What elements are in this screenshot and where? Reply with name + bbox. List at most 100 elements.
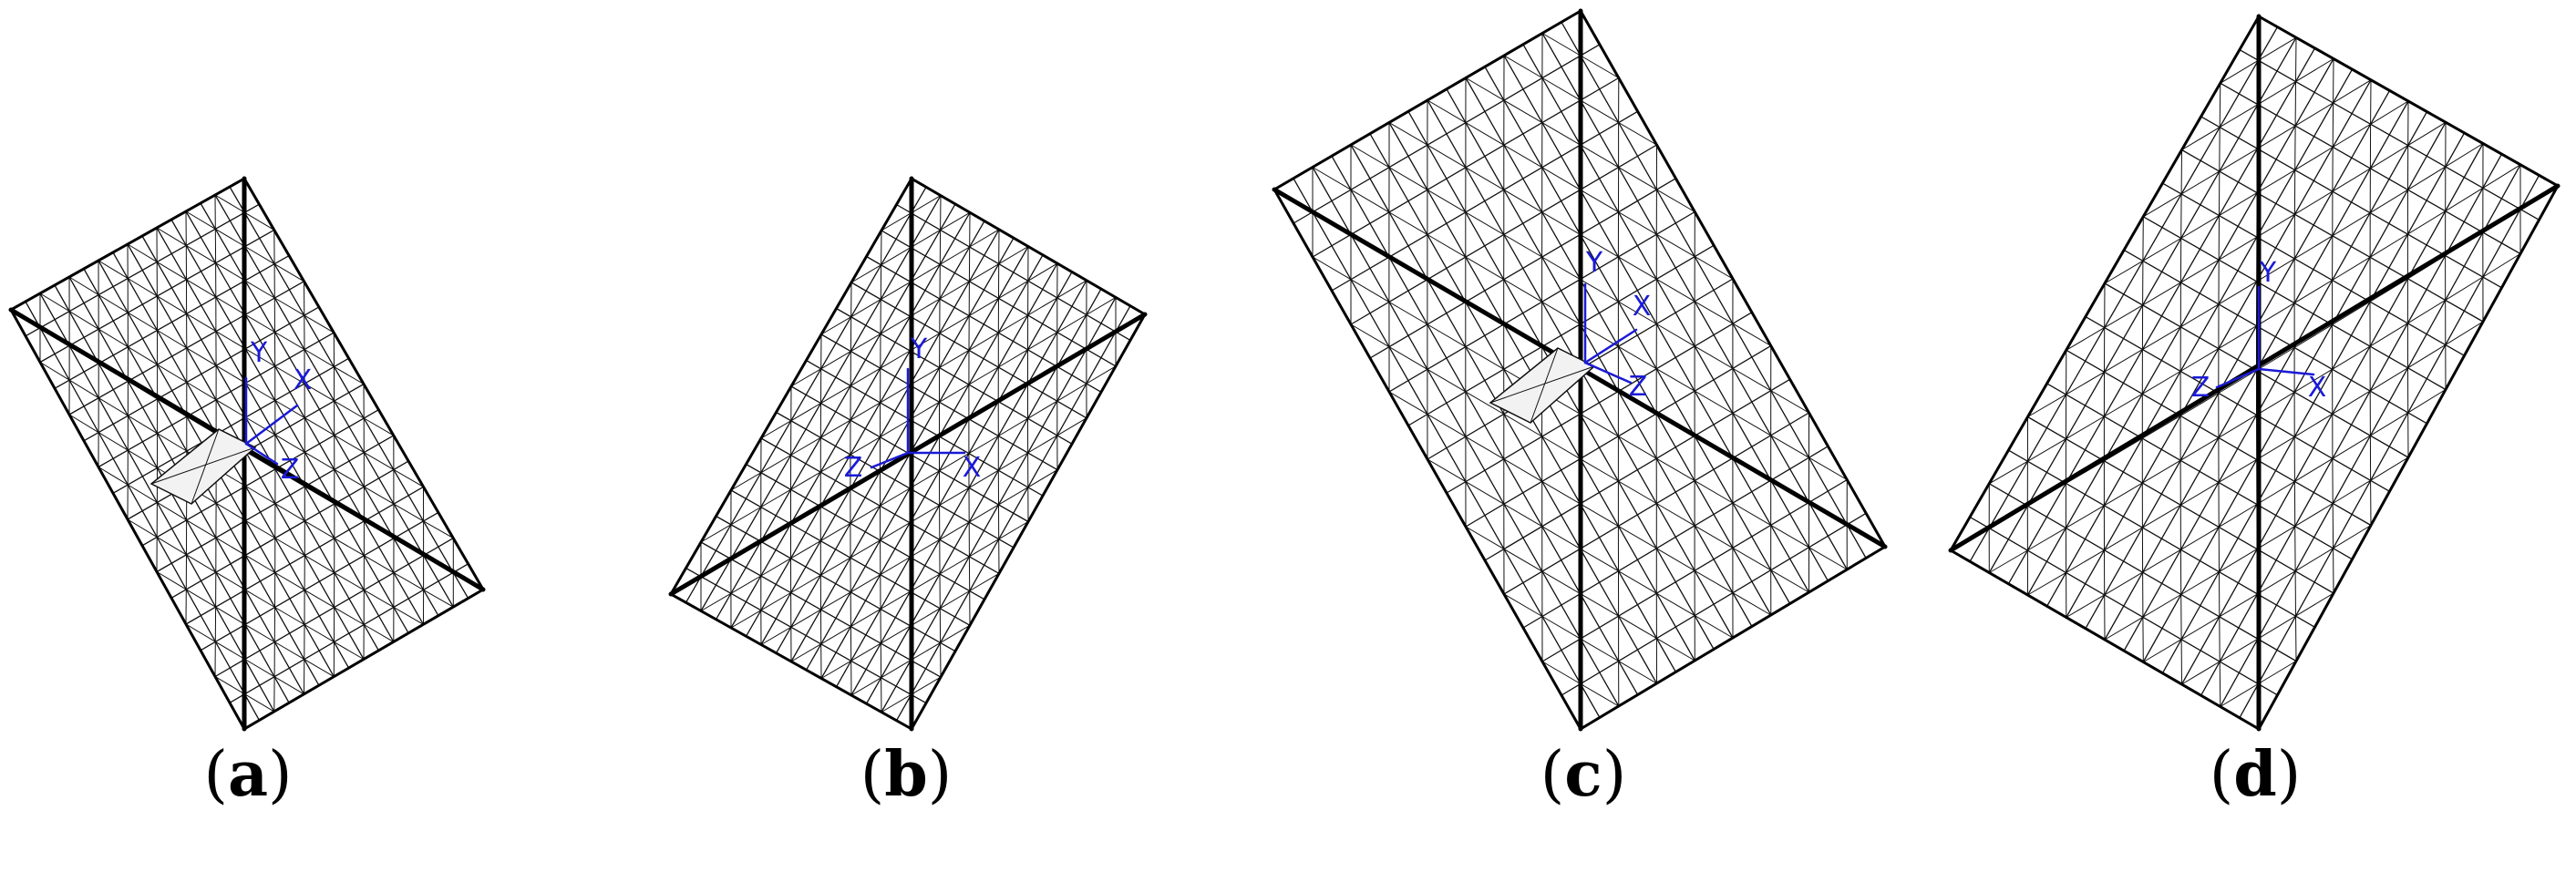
mesh-diagonal (1427, 99, 1467, 124)
mesh-diagonal (760, 558, 791, 577)
mesh-diagonal (850, 608, 881, 628)
mesh-diagonal (127, 449, 158, 468)
mesh-diagonal (2294, 548, 2334, 572)
mesh-diagonal (2142, 282, 2181, 306)
axis-y-label: Y (910, 333, 928, 365)
mesh-diagonal (820, 385, 851, 405)
mesh-diagonal (2257, 125, 2296, 149)
mesh-diagonal (334, 572, 365, 591)
mesh-diagonal (244, 246, 275, 265)
mesh-diagonal (274, 434, 305, 453)
mesh-diagonal (2332, 301, 2371, 325)
mesh-diagonal (1580, 638, 1620, 662)
mesh-diagonal (273, 263, 304, 282)
mesh-diagonal (1732, 367, 1772, 392)
mesh-diagonal (1388, 346, 1428, 370)
mesh-diagonal (880, 522, 911, 541)
mesh-diagonal (1580, 279, 1619, 303)
mesh-diagonal (156, 261, 187, 281)
mesh-diagonal (215, 331, 246, 350)
mesh-diagonal (968, 332, 999, 351)
mesh-diagonal (850, 333, 881, 353)
mesh-diagonal (910, 229, 942, 249)
mesh-diagonal (997, 417, 1028, 436)
mesh-diagonal (1056, 314, 1087, 333)
mesh-diagonal (1617, 480, 1657, 504)
mesh-diagonal (2256, 526, 2296, 550)
mesh-diagonal (939, 349, 970, 369)
mesh-diagonal (363, 486, 395, 505)
mesh-diagonal (156, 571, 187, 590)
mesh-diagonal (2180, 215, 2220, 239)
mesh-edge (835, 307, 1073, 445)
mesh-diagonal (1503, 279, 1543, 303)
mesh-diagonal (1770, 524, 1809, 549)
mesh-diagonal (939, 384, 970, 403)
mesh-diagonal (968, 297, 999, 317)
mesh-diagonal (820, 626, 851, 645)
mesh-diagonal (2370, 457, 2409, 481)
mesh-diagonal (2369, 412, 2409, 436)
axis-y-label: Y (1585, 247, 1603, 279)
mesh-diagonal (2445, 143, 2484, 168)
mesh-diagonal (2219, 549, 2258, 573)
mesh-diagonal (273, 676, 304, 695)
axis-x-line (244, 404, 299, 446)
mesh-diagonal (334, 400, 365, 419)
mesh-diagonal (1655, 368, 1695, 392)
mesh-diagonal (2293, 323, 2334, 348)
mesh-diagonal (1580, 99, 1620, 123)
caption-c: (c) (1540, 738, 1627, 811)
mesh-diagonal (214, 194, 245, 213)
mesh-diagonal (730, 472, 762, 491)
mesh-diagonal (423, 589, 454, 608)
mesh-diagonal (850, 642, 881, 662)
mesh-diagonal (700, 592, 732, 611)
mesh-diagonal (1503, 593, 1543, 617)
mesh-diagonal (1541, 616, 1582, 640)
mesh-diagonal (243, 693, 275, 713)
mesh-diagonal (2293, 280, 2334, 304)
mesh-diagonal (2293, 190, 2334, 215)
mesh-diagonal (1541, 211, 1582, 235)
mesh-edge (1484, 66, 1791, 605)
mesh-edge (141, 235, 380, 651)
mesh-diagonal (2219, 638, 2259, 662)
mesh-diagonal (2142, 594, 2182, 618)
mesh-diagonal (2294, 102, 2334, 127)
mesh-diagonal (819, 522, 851, 542)
mesh-diagonal (334, 538, 365, 557)
mesh-diagonal (68, 379, 99, 399)
mesh-diagonal (1541, 256, 1581, 281)
mesh-diagonal (215, 606, 246, 625)
mesh-diagonal (1427, 414, 1467, 437)
mesh-diagonal (304, 383, 335, 402)
mesh-diagonal (880, 419, 911, 438)
mesh-diagonal (880, 557, 911, 576)
mesh-diagonal (363, 624, 395, 642)
mesh-diagonal (1808, 547, 1848, 570)
mesh-diagonal (2218, 236, 2258, 261)
mesh-diagonal (186, 519, 217, 539)
mesh-diagonal (214, 676, 245, 695)
mesh-diagonal (1655, 233, 1695, 258)
mesh-diagonal (2104, 527, 2143, 551)
mesh-diagonal (998, 487, 1029, 506)
mesh-diagonal (790, 574, 821, 593)
mesh-diagonal (2256, 213, 2295, 238)
mesh-diagonal (760, 420, 792, 439)
mesh-diagonal (910, 263, 941, 282)
mesh-diagonal (1580, 55, 1620, 78)
mesh-diagonal (1427, 144, 1467, 169)
mesh-diagonal (998, 246, 1029, 265)
mesh-diagonal (2027, 571, 2067, 596)
mesh-diagonal (850, 505, 881, 524)
mesh-diagonal (911, 676, 942, 695)
mesh-diagonal (1027, 400, 1058, 419)
mesh-diagonal (2179, 436, 2220, 461)
axis-y-label: Y (250, 337, 268, 369)
mesh-diagonal (1027, 262, 1058, 282)
mesh-diagonal (215, 399, 246, 418)
mesh-diagonal (2179, 393, 2220, 416)
mesh-diagonal (1541, 570, 1582, 595)
